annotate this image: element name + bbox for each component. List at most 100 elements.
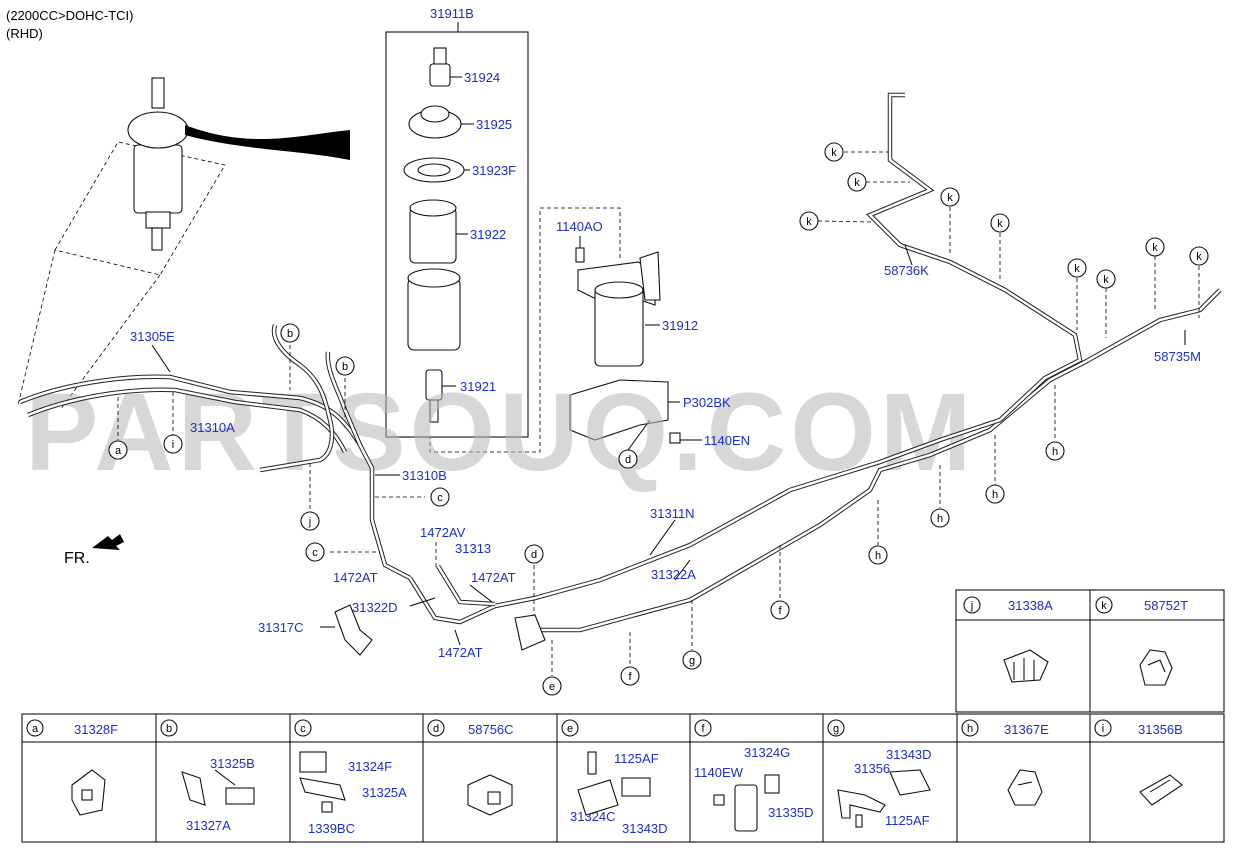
legend-cell-i[interactable]: i 31356B [1094,719,1183,806]
callout-g[interactable]: g [682,650,702,670]
callout-h-4[interactable]: h [1045,441,1065,461]
callout-k-1[interactable]: k [824,142,844,162]
part-label-31310A[interactable]: 31310A [190,420,235,435]
legend-part-31327A[interactable]: 31327A [186,818,231,833]
part-label-31311N[interactable]: 31311N [650,506,695,521]
part-label-1472AV[interactable]: 1472AV [420,525,466,540]
part-label-31305E[interactable]: 31305E [130,329,175,344]
callout-k-letter: k [947,192,953,204]
legend-cell-b[interactable]: b 31325B 31327A [160,719,255,833]
callout-h-1[interactable]: h [868,545,888,565]
legend-cell-e[interactable]: e 1125AF 31324C 31343D [561,719,668,836]
legend-part-58752T[interactable]: 58752T [1144,598,1188,613]
part-label-1472AT-left[interactable]: 1472AT [333,570,378,585]
callout-c-upper[interactable]: c [430,487,450,507]
legend-cell-a[interactable]: a 31328F [26,719,118,816]
legend-part-1125AF[interactable]: 1125AF [614,751,659,766]
legend-cell-d[interactable]: d 58756C [427,719,514,816]
callout-k-7[interactable]: k [1096,269,1116,289]
legend-cell-j[interactable]: j 31338A [963,596,1053,683]
part-label-31912[interactable]: 31912 [662,318,698,333]
callout-c-lower[interactable]: c [305,542,325,562]
legend-part-31335D[interactable]: 31335D [768,805,814,820]
part-label-31313[interactable]: 31313 [455,541,491,556]
callout-c-letter: c [312,547,318,559]
callout-f-letter: f [778,605,782,617]
callout-b-right[interactable]: b [335,356,355,376]
legend-part-1339BC[interactable]: 1339BC [308,821,355,836]
callout-d-upper[interactable]: d [618,449,638,469]
callout-k-2[interactable]: k [847,172,867,192]
part-label-31921[interactable]: 31921 [460,379,496,394]
callout-h-letter: h [992,489,998,501]
callout-f-right[interactable]: f [770,600,790,620]
part-label-31322A[interactable]: 31322A [651,567,696,582]
callout-e[interactable]: e [542,676,562,696]
callout-k-letter: k [831,147,837,159]
legend-part-31324F[interactable]: 31324F [348,759,392,774]
legend-part-1125AF-g[interactable]: 1125AF [885,813,930,828]
callout-k-5[interactable]: k [990,213,1010,233]
callout-h-3[interactable]: h [985,484,1005,504]
callout-j[interactable]: j [300,511,320,531]
part-label-31923F[interactable]: 31923F [472,163,516,178]
legend-top-table: j 31338A k 58752T [955,589,1225,713]
legend-part-31325A[interactable]: 31325A [362,785,407,800]
legend-part-31356[interactable]: 31356 [854,761,890,776]
part-label-31322D[interactable]: 31322D [352,600,398,615]
filter-exploded-box [385,22,621,453]
part-label-31922[interactable]: 31922 [470,227,506,242]
legend-part-1140EW[interactable]: 1140EW [694,765,744,780]
legend-cell-g[interactable]: g 31343D 31356 1125AF [827,719,932,828]
callout-b-left[interactable]: b [280,323,300,343]
callout-k-8[interactable]: k [1145,237,1165,257]
legend-cell-k[interactable]: k 58752T [1095,596,1188,686]
part-label-58735M[interactable]: 58735M [1154,349,1201,364]
legend-letter-f: f [701,723,705,735]
legend-part-31343D-g[interactable]: 31343D [886,747,932,762]
legend-cell-c[interactable]: c 31324F 31325A 1339BC [294,719,407,836]
legend-part-31343D[interactable]: 31343D [622,821,668,836]
callout-k-letter: k [1196,251,1202,263]
legend-part-58756C[interactable]: 58756C [468,722,514,737]
part-label-1140EN[interactable]: 1140EN [704,433,750,448]
callout-b-letter: b [342,361,348,373]
legend-cell-f[interactable]: f 31324G 1140EW 31335D [694,719,814,832]
callout-f-letter: f [628,671,632,683]
part-label-1140AO[interactable]: 1140AO [556,219,603,234]
part-label-1472AT-right[interactable]: 1472AT [471,570,516,585]
callout-d-lower[interactable]: d [524,544,544,564]
legend-letter-i: i [1102,723,1104,735]
part-label-1472AT-bottom[interactable]: 1472AT [438,645,483,660]
callout-i[interactable]: i [163,434,183,454]
legend-letter-c: c [300,723,306,735]
part-label-31925[interactable]: 31925 [476,117,512,132]
part-label-P302BK[interactable]: P302BK [683,395,731,410]
callout-h-2[interactable]: h [930,508,950,528]
legend-letter-h: h [967,723,973,735]
legend-part-31324G[interactable]: 31324G [744,745,790,760]
callout-k-6[interactable]: k [1067,258,1087,278]
legend-part-31328F[interactable]: 31328F [74,722,118,737]
legend-part-31325B[interactable]: 31325B [210,756,255,771]
legend-cell-h[interactable]: h 31367E [961,719,1049,806]
legend-letter-j: j [970,600,973,612]
legend-part-31324C[interactable]: 31324C [570,809,616,824]
callout-f-left[interactable]: f [620,666,640,686]
callout-k-3[interactable]: k [799,211,819,231]
part-label-31310B[interactable]: 31310B [402,468,447,483]
legend-letter-e: e [567,723,573,735]
part-label-31317C[interactable]: 31317C [258,620,304,635]
legend-part-31367E[interactable]: 31367E [1004,722,1049,737]
part-label-58736K[interactable]: 58736K [884,263,929,278]
part-label-31924[interactable]: 31924 [464,70,500,85]
filter-bracket-drawing [569,236,702,451]
legend-part-31356B[interactable]: 31356B [1138,722,1183,737]
callout-k-4[interactable]: k [940,187,960,207]
part-label-31911B[interactable]: 31911B [430,6,474,21]
callout-k-letter: k [1074,263,1080,275]
legend-part-31338A[interactable]: 31338A [1008,598,1053,613]
leader-lines [117,76,1200,676]
callout-k-9[interactable]: k [1189,246,1209,266]
callout-a[interactable]: a [108,440,128,460]
